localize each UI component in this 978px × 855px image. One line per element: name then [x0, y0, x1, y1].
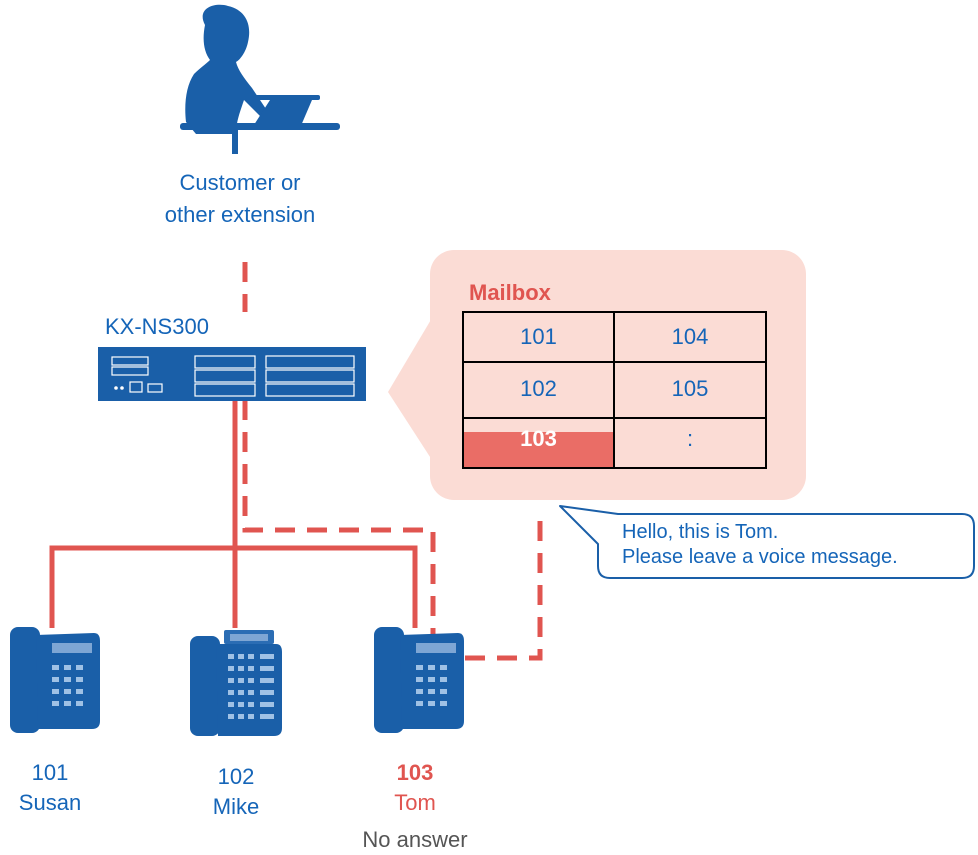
extension-number: 102 — [217, 764, 255, 789]
mailbox-cell: 102 — [520, 376, 557, 401]
extension-number-active: 103 — [396, 760, 434, 785]
status-no-answer: No answer — [362, 827, 468, 852]
caller-label-line1: Customer or — [179, 170, 301, 195]
mailbox-table — [462, 311, 767, 469]
speech-line2: Please leave a voice message. — [622, 546, 898, 568]
mailbox-cell: : — [686, 426, 694, 451]
mailbox-cell: 101 — [520, 324, 557, 349]
phone-102-icon — [190, 630, 282, 736]
extension-name-active: Tom — [394, 790, 436, 815]
mailbox-title: Mailbox — [469, 280, 551, 305]
speech-bubble — [559, 505, 975, 579]
speech-line1: Hello, this is Tom. — [622, 521, 779, 543]
mailbox-cell: 105 — [671, 376, 709, 401]
pbx-label: KX-NS300 — [105, 314, 209, 339]
extension-name: Susan — [18, 790, 82, 815]
phone-101-icon — [10, 627, 100, 733]
mailbox-cell: 104 — [671, 324, 709, 349]
extension-name: Mike — [212, 794, 260, 819]
extension-number: 101 — [31, 760, 69, 785]
mailbox-cell-highlighted: 103 — [520, 426, 557, 451]
wiring — [49, 400, 418, 628]
caller-icon — [180, 4, 340, 154]
pbx-unit — [98, 347, 366, 401]
phone-103-icon — [374, 627, 464, 733]
caller-label-line2: other extension — [164, 202, 316, 227]
call-path — [242, 262, 543, 662]
